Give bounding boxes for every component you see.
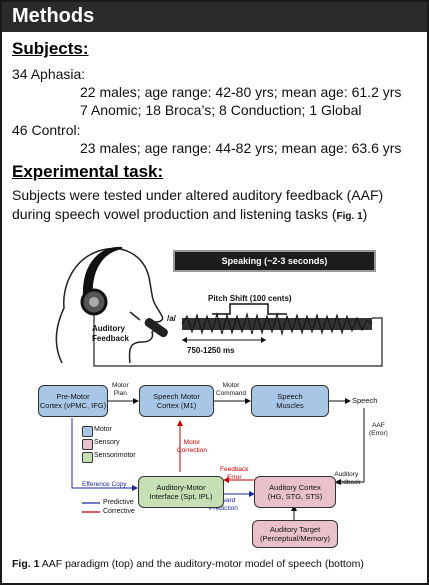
corrective-legend-label: Corrective <box>103 508 135 515</box>
control-demographics: 23 males; age range: 44-82 yrs; mean age… <box>80 140 402 156</box>
figure-caption: Fig. 1 AAF paradigm (top) and the audito… <box>12 558 364 570</box>
aphasia-demographics: 22 males; age range: 42-80 yrs; mean age… <box>80 84 402 100</box>
aphasia-types: 7 Anomic; 18 Broca’s; 8 Conduction; 1 Gl… <box>80 102 362 118</box>
feedback-loop-line <box>93 314 383 367</box>
paradigm-illustration <box>55 246 383 367</box>
sensory-legend-swatch <box>82 439 93 450</box>
microphone-stem <box>129 311 141 321</box>
motor-legend-swatch <box>82 426 93 437</box>
vowel-label: /a/ <box>167 314 176 323</box>
speech-waveform <box>181 312 373 336</box>
sensorimotor-legend-swatch <box>82 452 93 463</box>
speaking-bar: Speaking (~2-3 seconds) <box>173 250 376 272</box>
pitch-shift-label: Pitch Shift (100 cents) <box>208 294 292 303</box>
aaf-error-label: AAF(Error) <box>369 422 388 437</box>
headphone-ear-pad <box>89 297 99 307</box>
control-label: 46 Control: <box>12 122 81 138</box>
subjects-heading: Subjects: <box>12 39 89 58</box>
efference-copy-label: Efference Copy <box>82 481 127 488</box>
sensorimotor-legend-label: Sensorimotor <box>94 452 136 459</box>
auditory-target-box: Auditory Target(Perceptual/Memory) <box>252 520 338 548</box>
predictive-legend-label: Predictive <box>103 499 134 506</box>
aphasia-label: 34 Aphasia: <box>12 66 86 82</box>
section-header: Methods <box>2 2 427 32</box>
head-silhouette <box>55 247 164 364</box>
feedback-label: Feedback <box>92 334 129 343</box>
task-heading: Experimental task: <box>12 162 164 181</box>
delay-label: 750-1250 ms <box>187 346 235 355</box>
pitch-shift-pulse <box>212 303 287 315</box>
efference-copy-arrow <box>71 418 138 491</box>
task-line-2: during speech vowel production and liste… <box>12 206 368 222</box>
section-title: Methods <box>12 5 95 27</box>
auditory-feedback-arrow <box>335 408 365 485</box>
speech-label: Speech <box>352 396 378 405</box>
microphone-icon <box>144 318 168 338</box>
model-arrows <box>71 398 365 520</box>
figure-ref: Fig. 1 <box>336 211 363 222</box>
sensory-legend-label: Sensory <box>94 439 120 446</box>
motor-legend-label: Motor <box>94 426 112 433</box>
auditory-label: Auditory <box>92 324 125 333</box>
auditory-cortex-box: Auditory Cortex(HG, STG, STS) <box>254 476 336 508</box>
task-line-1: Subjects were tested under altered audit… <box>12 187 384 203</box>
